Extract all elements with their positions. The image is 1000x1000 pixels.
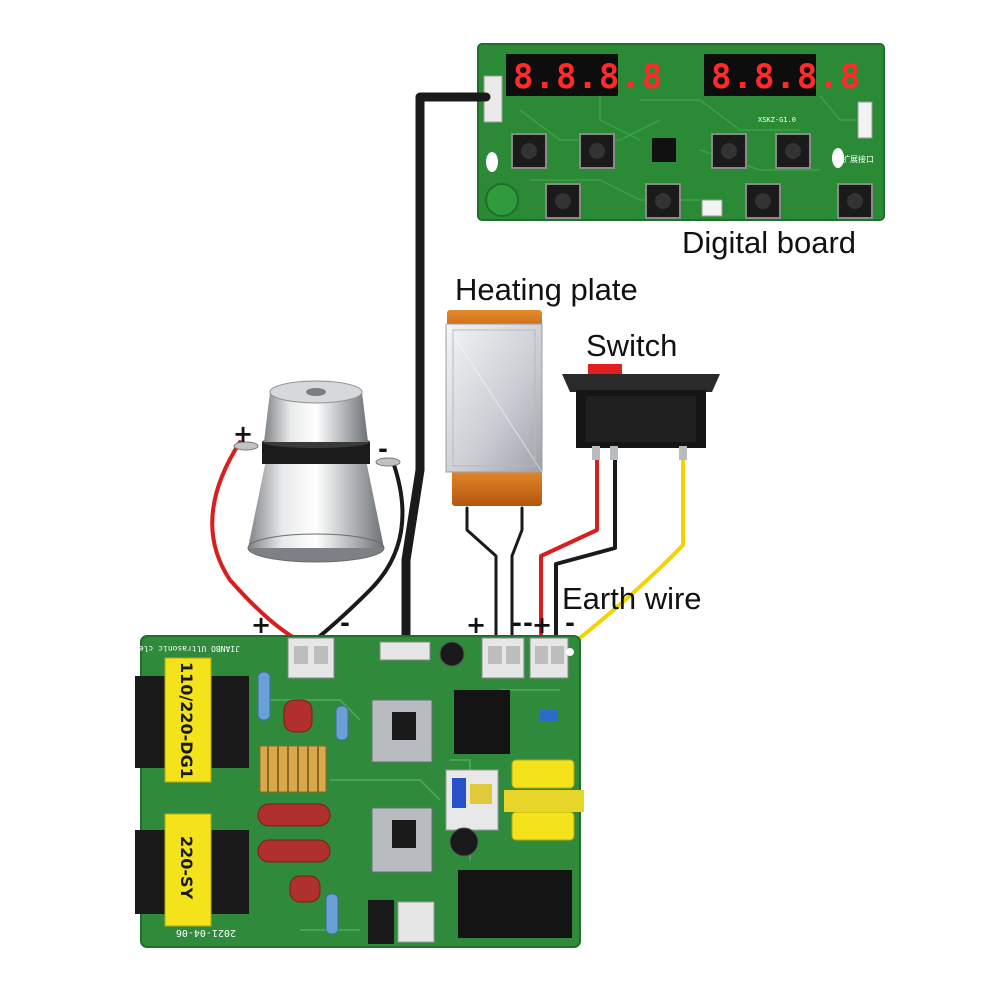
transducer-plus-mark: + xyxy=(233,420,253,448)
ultrasonic-transducer xyxy=(234,381,400,562)
expand-port-label: 扩展接口 xyxy=(842,154,874,164)
rocker-switch xyxy=(562,364,720,460)
board-version: XSKZ-G1.0 xyxy=(758,116,796,124)
power-plus-mark: + xyxy=(532,611,552,639)
transformer-top-label: 110/220-DG1 xyxy=(177,662,196,779)
label-switch: Switch xyxy=(586,328,677,363)
board-date: 2021-04-06 xyxy=(176,927,236,938)
heat-minus-mark: - xyxy=(512,609,522,637)
label-heating-plate: Heating plate xyxy=(455,272,638,307)
transducer-minus-mark: - xyxy=(378,435,388,463)
svg-text:8.8.8.8: 8.8.8.8 xyxy=(513,57,663,97)
heat-plus-mark: + xyxy=(466,611,486,639)
display-right: 8.8.8.8 xyxy=(704,54,861,97)
svg-text:8.8.8.8: 8.8.8.8 xyxy=(711,57,861,97)
out-plus-mark: + xyxy=(251,611,271,639)
transformer-top: 110/220-DG1 xyxy=(135,658,249,782)
driver-board: JIANBO Ultrasonic cleaner-SVL.0 2021-04-… xyxy=(91,636,584,947)
display-left: 8.8.8.8 xyxy=(506,54,663,97)
digital-board: 8.8.8.8 8.8.8.8 xyxy=(478,44,884,220)
label-earth-wire: Earth wire xyxy=(562,581,702,616)
transformer-bottom: 220-SY xyxy=(135,814,249,926)
board-title: JIANBO Ultrasonic cleaner-SVL.0 xyxy=(91,644,240,653)
transformer-bottom-label: 220-SY xyxy=(177,836,196,900)
label-digital-board: Digital board xyxy=(682,225,856,260)
heating-plate xyxy=(446,310,542,506)
power-minus-right-mark: - xyxy=(565,609,575,637)
out-minus-mark: - xyxy=(340,609,350,637)
